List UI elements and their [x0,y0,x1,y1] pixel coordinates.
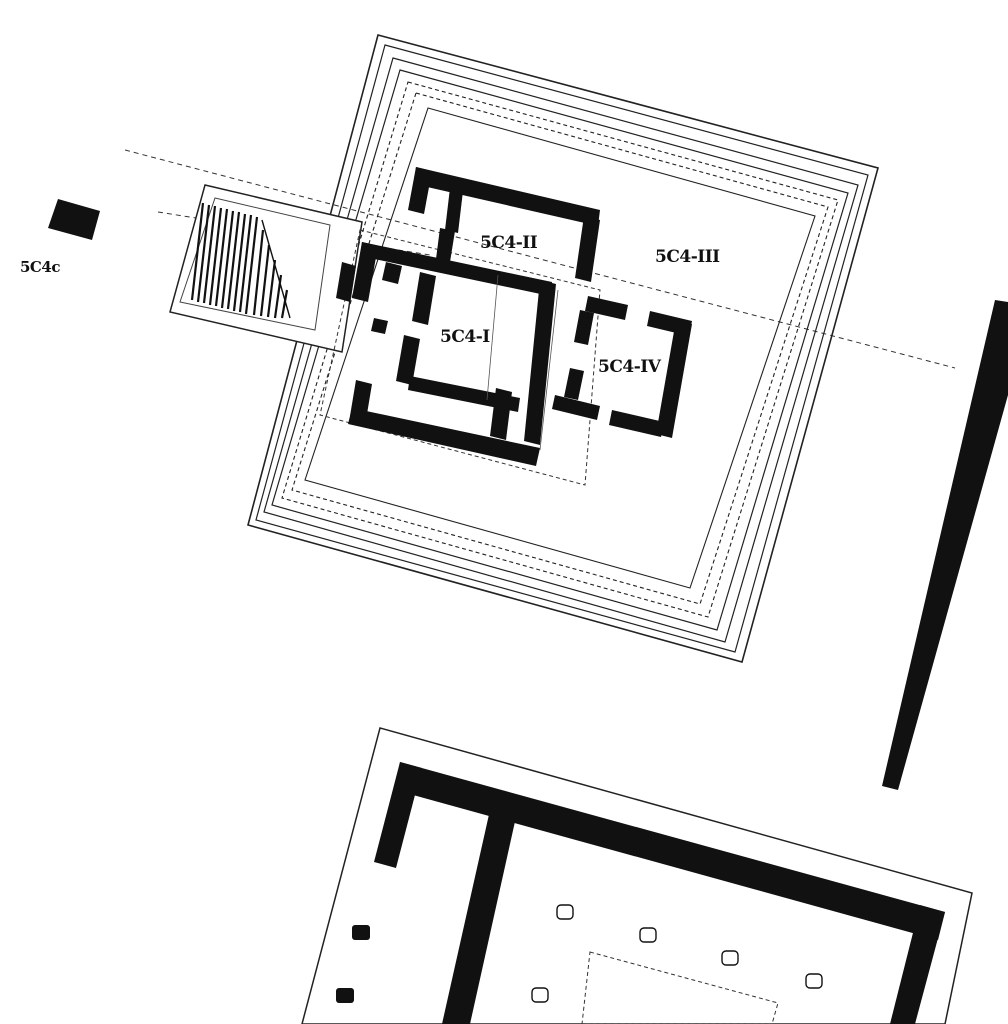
column-base-1 [556,904,574,920]
stair-balustrade [261,219,291,319]
platform-outline-2 [255,44,869,653]
wall-room1-inner-south [408,376,520,412]
wall-room4-west-low [564,368,584,400]
wall-room4-south-b [609,410,664,437]
column-base-3 [721,950,739,966]
stair-treads [190,202,289,319]
block-5c4c [48,199,100,240]
label-room-2: 5C4-II [480,233,538,253]
column-base-2 [639,927,657,943]
column-base-5 [531,987,549,1003]
lower-wall-north [395,762,945,940]
wall-room2-west-lower [436,228,455,262]
column-bases [531,904,823,1003]
lower-inner-dashed [581,951,779,1024]
enclosure-platform [247,34,879,663]
wall-room1-west [352,242,378,302]
wall-room1-inner-sw [396,335,420,385]
lower-wall-inner-west [442,810,516,1024]
lower-wall-west [374,762,422,868]
wall-room2-mid [445,188,463,233]
wall-room2-north [414,167,600,226]
pillar-stub-1 [352,925,370,940]
building-walls [336,167,692,466]
wall-room1-south [348,408,540,466]
platform-inner-line [304,107,816,589]
east-boundary-wall [882,300,1008,790]
lower-building [301,727,973,1024]
stairway [169,184,363,353]
room-thin-lines [486,274,559,451]
column-base-4 [805,973,823,989]
label-room-4: 5C4-IV [598,357,662,377]
lower-wall-east [890,905,945,1024]
platform-outline-4 [271,69,849,631]
wall-room1-pier-a [382,262,402,284]
inner-platform-dashed [319,229,601,486]
wall-room1-inner-east [490,388,512,440]
wall-room1-pier-b [371,318,388,334]
label-outer-block: 5C4c [20,258,60,276]
wall-room4-north-a [585,296,628,320]
wall-room4-west [574,310,594,345]
wall-room1-pier-c [336,262,356,302]
wall-room2-west [408,167,432,214]
wall-room1-southwest [350,380,372,420]
platform-dashed-1 [281,81,839,618]
wall-room4-south-a [552,395,600,420]
pillar-stubs [336,925,370,1003]
platform-outline-1 [247,34,879,663]
upper-alignment-line [124,149,956,369]
wall-room1-north [360,242,552,296]
label-room-3: 5C4-III [655,247,720,267]
wall-room2-east [575,216,600,282]
platform-outline-3 [263,57,859,643]
wall-room1-inner-west [412,272,436,325]
stairway-inner-outline [179,197,331,331]
label-room-1: 5C4-I [440,327,490,347]
wall-room1-east [524,280,556,445]
pillar-stub-2 [336,988,354,1003]
lower-platform-outline [301,727,973,1024]
wall-room4-east [656,320,692,438]
room-labels: 5C4-II 5C4-III 5C4-I 5C4-IV 5C4c [20,233,721,377]
